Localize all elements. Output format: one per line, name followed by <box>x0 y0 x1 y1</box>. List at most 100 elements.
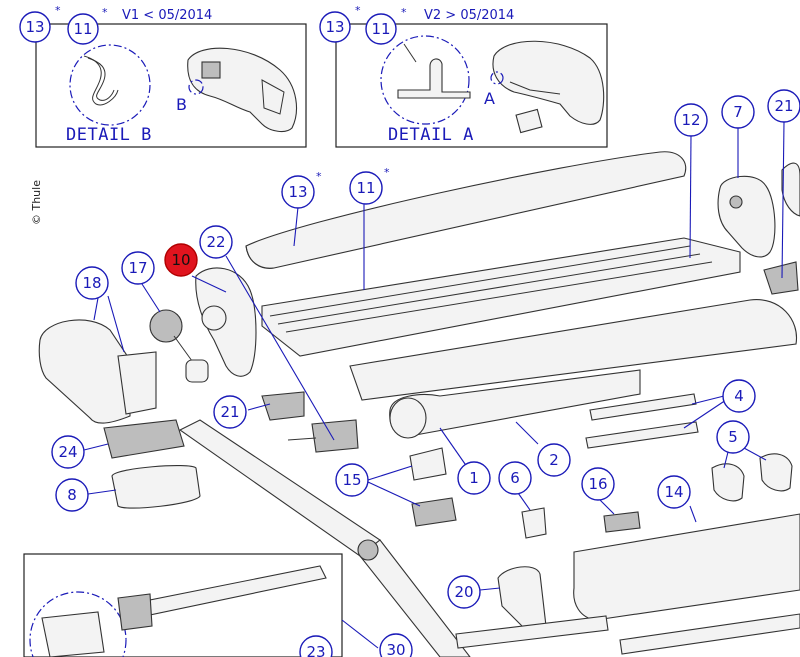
callout-14: 14 <box>657 475 691 509</box>
callout-18-label: 18 <box>82 274 101 292</box>
callout-11-star: * <box>384 166 390 179</box>
part-22-spring <box>311 419 359 453</box>
callout-30-label: 30 <box>386 641 405 657</box>
part-15-clip <box>411 497 457 527</box>
callout-13-label: 13 <box>288 183 307 201</box>
part-13-edge <box>245 245 275 269</box>
detail-a-nut <box>515 108 543 134</box>
detail-a-star-11: * <box>401 6 407 19</box>
callout-23-label: 23 <box>306 643 325 657</box>
callout-24-label: 24 <box>58 443 77 461</box>
detail-b-pointer-ring <box>188 79 204 95</box>
callout-18: 18 <box>75 266 109 300</box>
detail-a-badge-13: 13 <box>319 11 351 43</box>
callout-6-label: 6 <box>510 469 520 487</box>
detail-b-magnifier <box>69 44 151 126</box>
detail-b-star-11: * <box>102 6 108 19</box>
part-5-piece-left <box>711 463 745 502</box>
callout-20: 20 <box>447 575 481 609</box>
part-22-shaft <box>287 437 317 441</box>
part-21b-bracket <box>261 391 305 421</box>
part-15-plate <box>409 447 447 481</box>
callout-13: 13 * <box>281 170 322 209</box>
callout-21-right: 21 <box>767 89 800 123</box>
part-12-profile <box>349 299 798 401</box>
detail-a-badge-11-label: 11 <box>371 20 390 38</box>
detail-b-hook-outline <box>83 55 119 106</box>
detail-a-panel: 13 * 11 * V2 > 05/2014 A DETAIL A <box>319 4 608 148</box>
detail-a-label: DETAIL A <box>388 125 474 145</box>
part-17-gear <box>149 309 183 343</box>
part-11-groove-2 <box>277 253 701 325</box>
detail-a-star-13: * <box>355 4 361 17</box>
callout-11-label: 11 <box>356 179 375 197</box>
callout-8: 8 <box>55 478 89 512</box>
callout-8-label: 8 <box>67 486 77 504</box>
callout-16: 16 <box>581 467 615 501</box>
detail-a-cap-ridge <box>509 81 561 95</box>
callout-2: 2 <box>537 443 571 477</box>
detail-a-pointer-ring <box>490 71 504 85</box>
detail-a-end-cap <box>492 40 605 125</box>
detail-a-version: V2 > 05/2014 <box>424 8 514 23</box>
callout-2-label: 2 <box>549 451 559 469</box>
bottom-rail-left <box>455 615 609 649</box>
callout-5: 5 <box>716 420 750 454</box>
callout-5-label: 5 <box>728 428 738 446</box>
callout-22-label: 22 <box>206 233 225 251</box>
detail-a-badge-13-label: 13 <box>325 18 344 36</box>
detail-a-frame <box>335 23 608 148</box>
detail-b-version: V1 < 05/2014 <box>122 8 212 23</box>
callout-17-label: 17 <box>128 259 147 277</box>
bottom-rail-right <box>619 613 800 655</box>
callout-4: 4 <box>722 379 756 413</box>
callout-10: 10 <box>164 243 198 277</box>
inset-motor <box>117 593 153 631</box>
detail-b-hook <box>87 57 115 101</box>
detail-b-badge-11-label: 11 <box>73 20 92 38</box>
part-14-front-profile <box>573 513 800 621</box>
inset-housing <box>41 611 105 657</box>
detail-b-badge-11: 11 <box>67 13 99 45</box>
part-1-tube-end <box>389 397 427 439</box>
detail-b-badge-13-label: 13 <box>25 18 44 36</box>
callout-21-left: 21 <box>213 395 247 429</box>
detail-b-star-13: * <box>55 4 61 17</box>
detail-a-magnifier <box>380 35 470 125</box>
callout-22: 22 <box>199 225 233 259</box>
callout-13-star: * <box>316 170 322 183</box>
callout-7-label: 7 <box>733 103 743 121</box>
part-4-strip-bottom <box>585 421 699 449</box>
callout-21-left-label: 21 <box>220 403 239 421</box>
callout-15: 15 <box>335 463 369 497</box>
detail-a-profile-edge <box>403 43 417 63</box>
part-16-piece <box>603 511 641 533</box>
callout-20-label: 20 <box>454 583 473 601</box>
callout-14-label: 14 <box>664 483 683 501</box>
part-18-insert <box>117 351 157 415</box>
detail-b-cap-mechanism <box>261 79 285 115</box>
detail-a-profile <box>397 58 471 99</box>
inset-magnifier <box>29 591 127 657</box>
callout-12-label: 12 <box>681 111 700 129</box>
inset-frame <box>23 553 343 657</box>
callout-7: 7 <box>721 95 755 129</box>
part-20-end-cap <box>497 566 547 632</box>
copyright-text: © Thule <box>30 180 43 225</box>
callout-30: 30 <box>379 633 413 657</box>
callout-10-label: 10 <box>171 251 190 269</box>
callout-24: 24 <box>51 435 85 469</box>
callout-11: 11 * <box>349 166 390 205</box>
callout-17: 17 <box>121 251 155 285</box>
part-18-cap <box>38 319 131 424</box>
callout-21-right-label: 21 <box>774 97 793 115</box>
part-11-groove-1 <box>269 245 691 317</box>
callouts: 13 * 11 * 12 7 21 22 10 17 <box>51 89 800 657</box>
part-6-piece <box>521 507 547 539</box>
detail-b-letter: B <box>176 95 187 114</box>
callout-16-label: 16 <box>588 475 607 493</box>
main-parts <box>23 151 800 657</box>
callout-23: 23 <box>299 635 333 657</box>
callout-6: 6 <box>498 461 532 495</box>
